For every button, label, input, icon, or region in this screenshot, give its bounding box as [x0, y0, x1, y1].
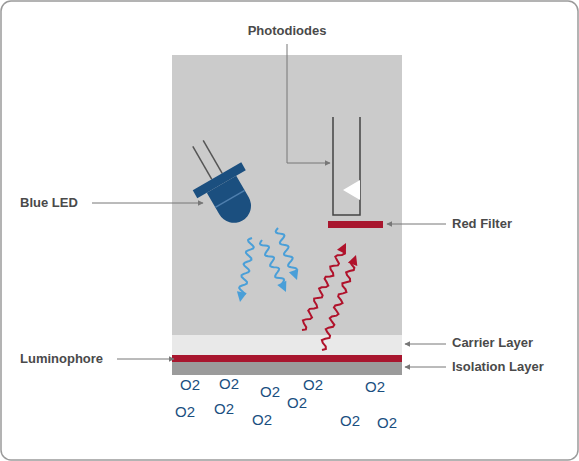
- part-label: Red Filter: [452, 216, 512, 232]
- ray-arrowhead: [289, 269, 298, 280]
- luminophore-layer: [172, 355, 402, 362]
- oxygen-label: O2: [365, 378, 385, 396]
- oxygen-label: O2: [180, 376, 200, 394]
- part-label: Carrier Layer: [452, 335, 533, 351]
- oxygen-label: O2: [214, 400, 234, 418]
- oxygen-label: O2: [340, 412, 360, 430]
- oxygen-label: O2: [260, 383, 280, 401]
- photodiode-symbol: [343, 180, 360, 200]
- ray-arrowhead: [277, 281, 286, 292]
- carrier-layer: [172, 335, 402, 355]
- light-ray: [322, 261, 354, 350]
- oxygen-label: O2: [219, 375, 239, 393]
- oxygen-label: O2: [175, 403, 195, 421]
- part-label: Photodiodes: [248, 23, 327, 39]
- red-filter: [328, 221, 383, 228]
- light-ray: [239, 238, 254, 295]
- oxygen-label: O2: [303, 376, 323, 394]
- leader-lines: [92, 44, 446, 367]
- oxygen-label: O2: [252, 411, 272, 429]
- light-ray: [302, 251, 344, 330]
- ray-arrowhead: [348, 255, 357, 266]
- part-label: Blue LED: [20, 195, 78, 211]
- blue-led: [174, 129, 267, 234]
- light-ray: [276, 228, 297, 272]
- part-label: Luminophore: [20, 351, 103, 367]
- part-label: Isolation Layer: [452, 359, 544, 375]
- isolation-layer: [172, 362, 402, 375]
- oxygen-label: O2: [377, 414, 397, 432]
- photodiode-housing: [333, 117, 360, 215]
- ray-arrowhead: [337, 243, 346, 254]
- oxygen-label: O2: [287, 394, 307, 412]
- light-ray: [260, 240, 284, 286]
- light-rays: [237, 228, 357, 350]
- ray-arrowhead: [237, 291, 247, 302]
